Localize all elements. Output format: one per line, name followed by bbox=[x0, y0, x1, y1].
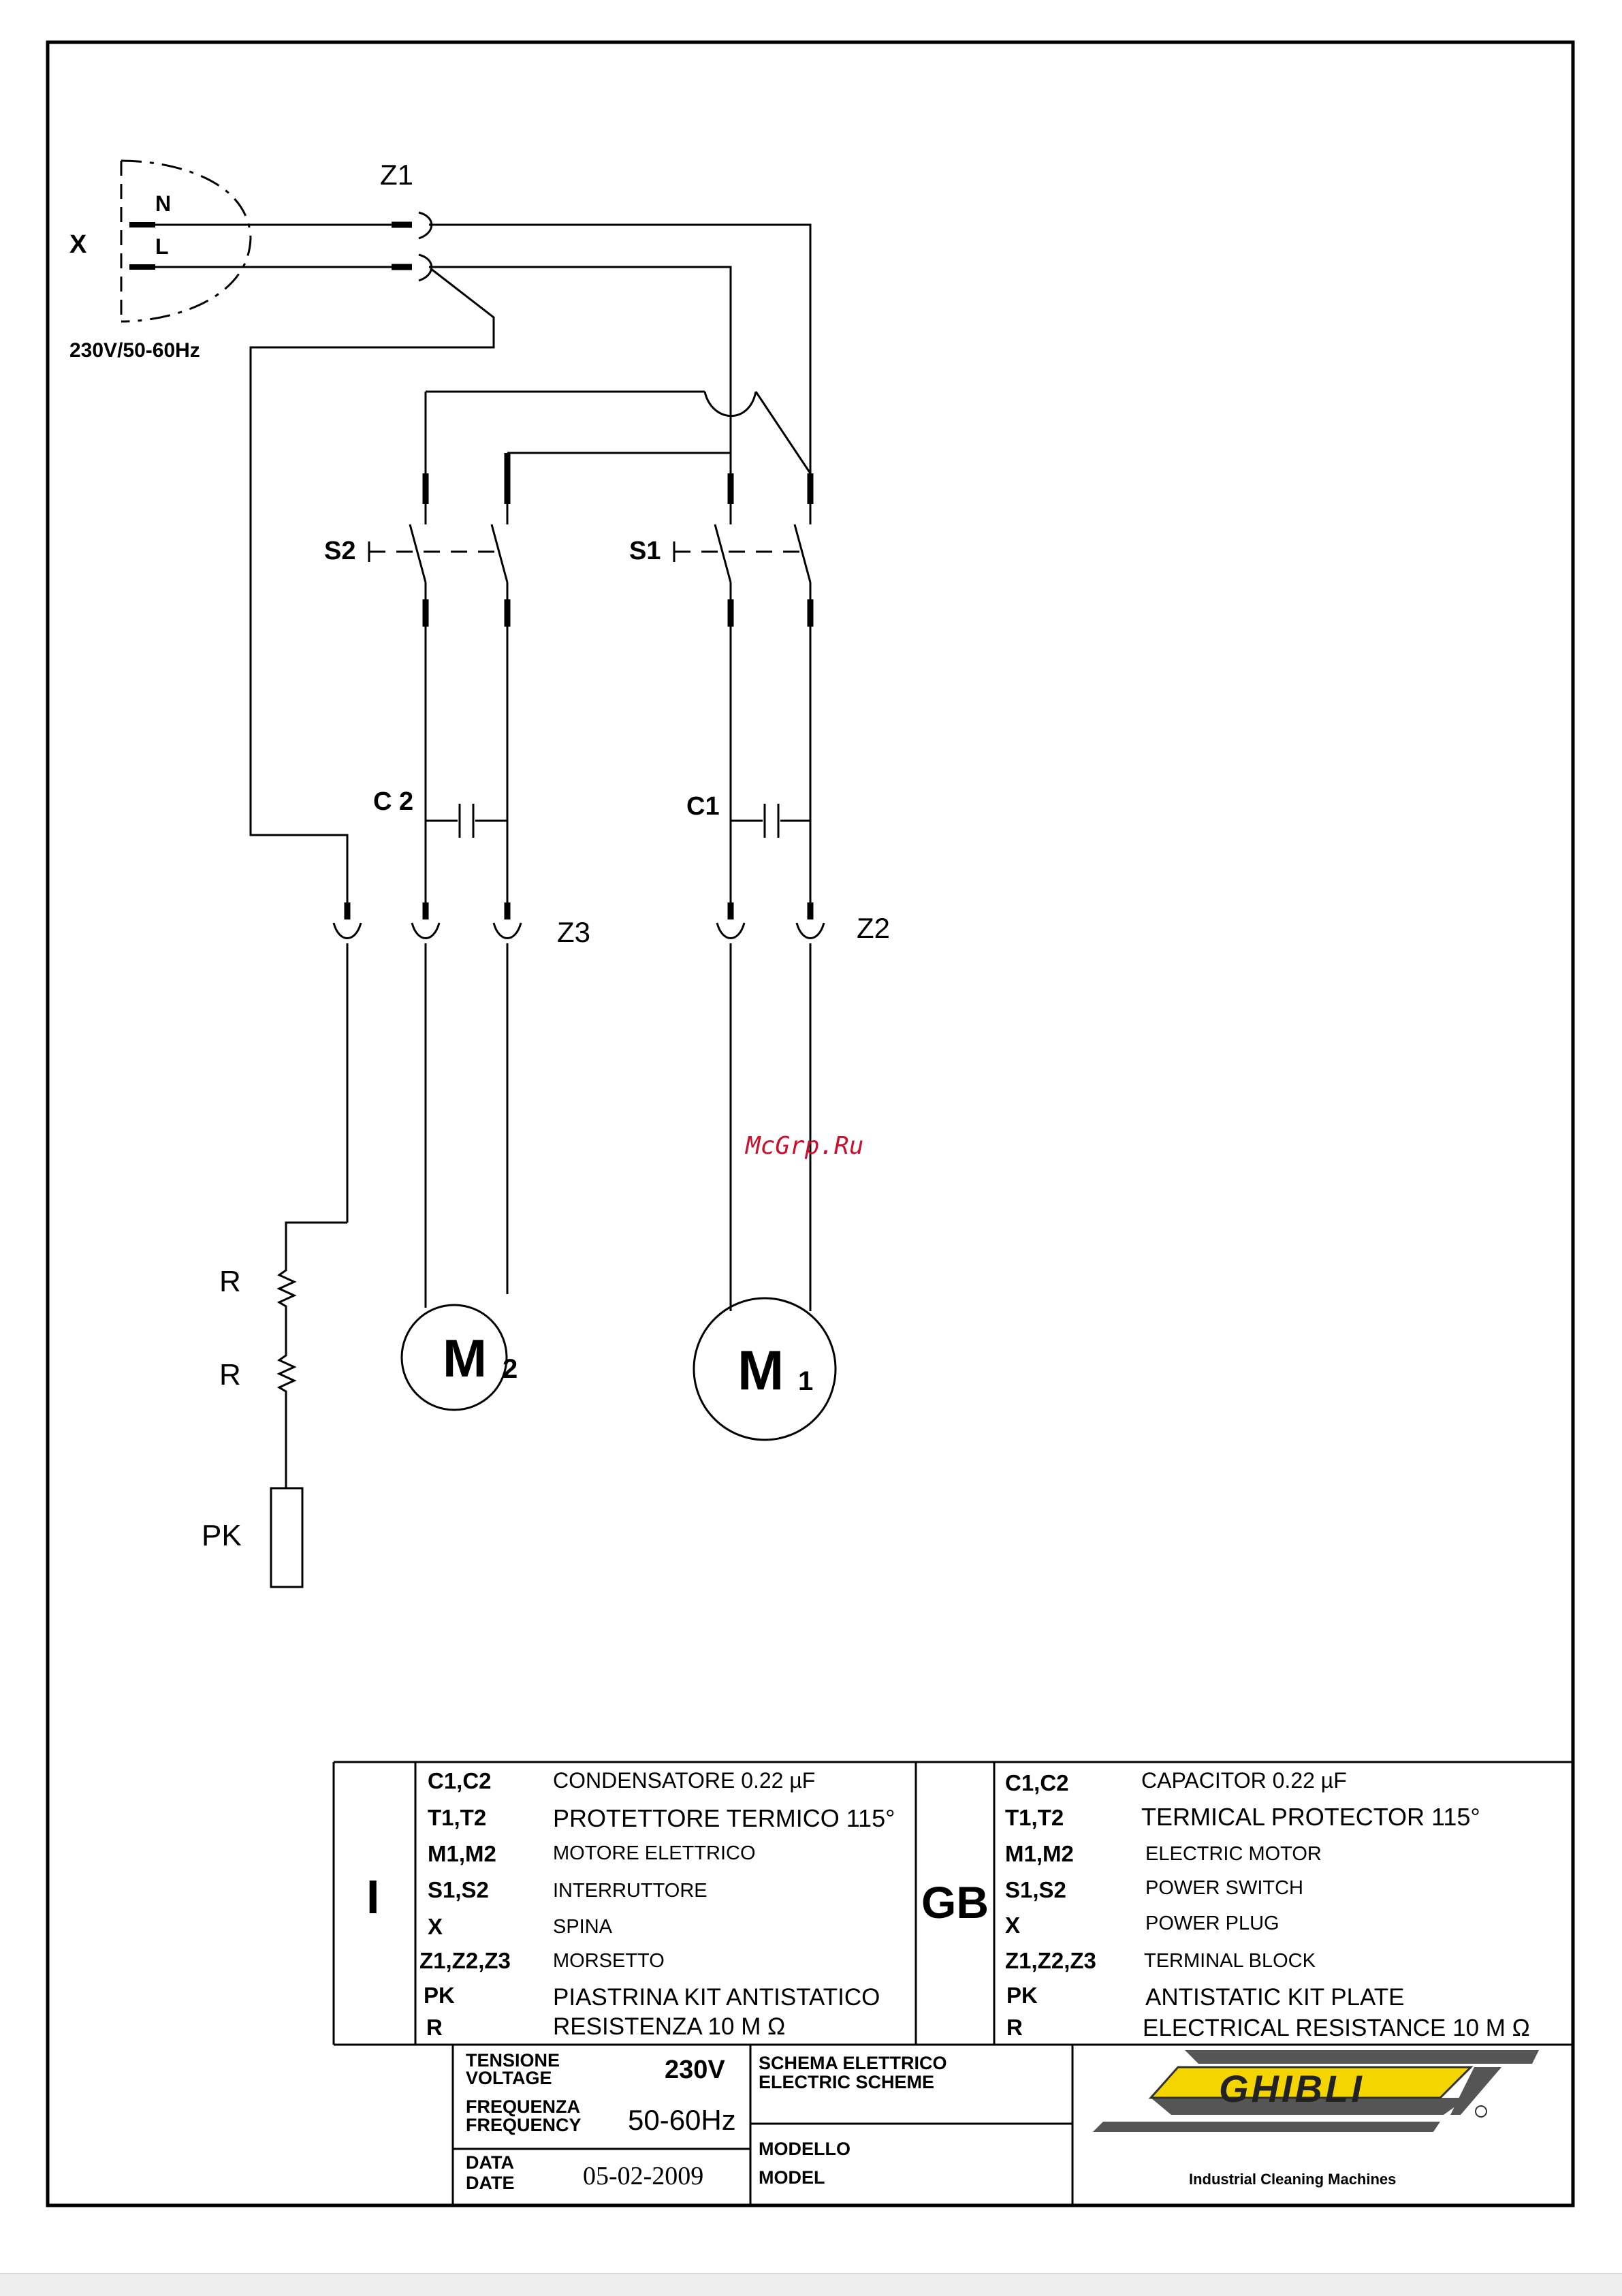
switch-s2-label: S2 bbox=[324, 537, 356, 565]
legend-code: C1,C2 bbox=[428, 1768, 492, 1793]
legend-desc: RESISTENZA 10 M Ω bbox=[553, 2013, 786, 2040]
sheet-frame bbox=[46, 40, 1575, 2207]
capacitor-c1-label: C1 bbox=[686, 792, 720, 821]
legend-code: C1,C2 bbox=[1005, 1770, 1069, 1795]
plate-label: PK bbox=[202, 1519, 242, 1552]
voltage-value: 230V bbox=[665, 2056, 725, 2084]
legend-desc: CAPACITOR 0.22 µF bbox=[1141, 1768, 1347, 1793]
legend-code: R bbox=[1006, 2015, 1023, 2040]
legend-code: PK bbox=[424, 1983, 455, 2008]
ghibli-logo bbox=[1093, 2050, 1539, 2132]
frequency-label-it: FREQUENZA bbox=[466, 2096, 580, 2117]
resistor-label-1: R bbox=[219, 1265, 241, 1298]
motor-m2-index: 2 bbox=[503, 1354, 518, 1384]
capacitor-c2 bbox=[426, 804, 507, 838]
logo-tagline: Industrial Cleaning Machines bbox=[1189, 2171, 1397, 2188]
scheme-label-en: ELECTRIC SCHEME bbox=[759, 2072, 935, 2092]
switch-s2 bbox=[368, 453, 511, 627]
antistatic-plate bbox=[270, 1487, 304, 1588]
plug-label-l: L bbox=[155, 234, 169, 259]
legend-code: Z1,Z2,Z3 bbox=[1005, 1948, 1096, 1973]
voltage-label-it: TENSIONE bbox=[466, 2050, 560, 2071]
scheme-label-it: SCHEMA ELETTRICO bbox=[759, 2053, 947, 2073]
legend-desc: POWER PLUG bbox=[1145, 1913, 1279, 1934]
legend-code: Z1,Z2,Z3 bbox=[419, 1948, 511, 1973]
legend-lang-gb: GB bbox=[921, 1877, 989, 1928]
legend-desc: CONDENSATORE 0.22 µF bbox=[553, 1768, 816, 1793]
model-label-it: MODELLO bbox=[759, 2139, 850, 2159]
legend-desc: ANTISTATIC KIT PLATE bbox=[1145, 1984, 1405, 2011]
frequency-label-en: FREQUENCY bbox=[466, 2115, 582, 2135]
terminal-z3-label: Z3 bbox=[557, 916, 591, 948]
voltage-label-en: VOLTAGE bbox=[466, 2068, 552, 2088]
legend-code: M1,M2 bbox=[428, 1841, 496, 1866]
date-label-en: DATE bbox=[466, 2173, 515, 2193]
plug-voltage: 230V/50-60Hz bbox=[69, 339, 200, 362]
legend-code: R bbox=[426, 2015, 443, 2040]
legend-code: T1,T2 bbox=[428, 1805, 487, 1830]
legend-code: M1,M2 bbox=[1005, 1841, 1074, 1866]
legend-desc: MORSETTO bbox=[553, 1950, 665, 1972]
legend-desc: MOTORE ELETTRICO bbox=[553, 1842, 756, 1864]
switch-s1 bbox=[673, 473, 814, 627]
legend-code: S1,S2 bbox=[428, 1877, 489, 1902]
legend-desc: POWER SWITCH bbox=[1145, 1877, 1303, 1899]
terminal-z2 bbox=[716, 902, 825, 939]
motor-m1-index: 1 bbox=[798, 1366, 814, 1396]
terminal-z1 bbox=[155, 211, 433, 282]
terminal-z2-label: Z2 bbox=[857, 912, 891, 944]
motor-m2 bbox=[400, 1304, 508, 1411]
plug-label-x: X bbox=[69, 230, 87, 259]
legend-desc: INTERRUTTORE bbox=[553, 1880, 707, 1902]
motor-m1-letter: M bbox=[737, 1340, 784, 1402]
legend-desc: PIASTRINA KIT ANTISTATICO bbox=[553, 1984, 880, 2011]
legend-desc: TERMINAL BLOCK bbox=[1144, 1950, 1316, 1972]
date-value: 05-02-2009 bbox=[583, 2162, 704, 2190]
legend-table bbox=[332, 1761, 1573, 2046]
legend-code: X bbox=[1005, 1913, 1021, 1938]
legend-code: X bbox=[428, 1914, 443, 1939]
plug-symbol bbox=[120, 159, 252, 323]
date-label-it: DATA bbox=[466, 2152, 514, 2173]
title-block bbox=[451, 2045, 1074, 2205]
legend-desc: ELECTRIC MOTOR bbox=[1145, 1843, 1322, 1865]
legend-code: S1,S2 bbox=[1005, 1877, 1066, 1902]
legend-desc: ELECTRICAL RESISTANCE 10 M Ω bbox=[1143, 2015, 1530, 2041]
plug-label-n: N bbox=[155, 191, 172, 216]
motor-m2-letter: M bbox=[443, 1328, 487, 1388]
logo-text: GHIBLI bbox=[1219, 2067, 1365, 2110]
legend-desc: SPINA bbox=[553, 1916, 613, 1938]
legend-lang-it: I bbox=[366, 1870, 380, 1923]
model-label-en: MODEL bbox=[759, 2167, 825, 2188]
capacitor-c2-label: C 2 bbox=[373, 787, 414, 816]
motor-m1 bbox=[693, 1297, 837, 1441]
resistor-label-2: R bbox=[219, 1358, 241, 1391]
legend-desc: PROTETTORE TERMICO 115° bbox=[553, 1804, 895, 1832]
legend-code: T1,T2 bbox=[1005, 1805, 1064, 1830]
capacitor-c1 bbox=[731, 804, 810, 838]
legend-desc: TERMICAL PROTECTOR 115° bbox=[1141, 1803, 1480, 1831]
resistor-chain bbox=[276, 1267, 297, 1488]
legend-code: PK bbox=[1006, 1983, 1038, 2008]
frequency-value: 50-60Hz bbox=[628, 2104, 736, 2136]
terminal-z1-label: Z1 bbox=[380, 159, 414, 191]
switch-s1-label: S1 bbox=[629, 537, 661, 565]
viewer-bottom-bar bbox=[0, 2273, 1622, 2296]
terminal-z3 bbox=[332, 902, 522, 939]
watermark: McGrp.Ru bbox=[746, 1132, 864, 1160]
